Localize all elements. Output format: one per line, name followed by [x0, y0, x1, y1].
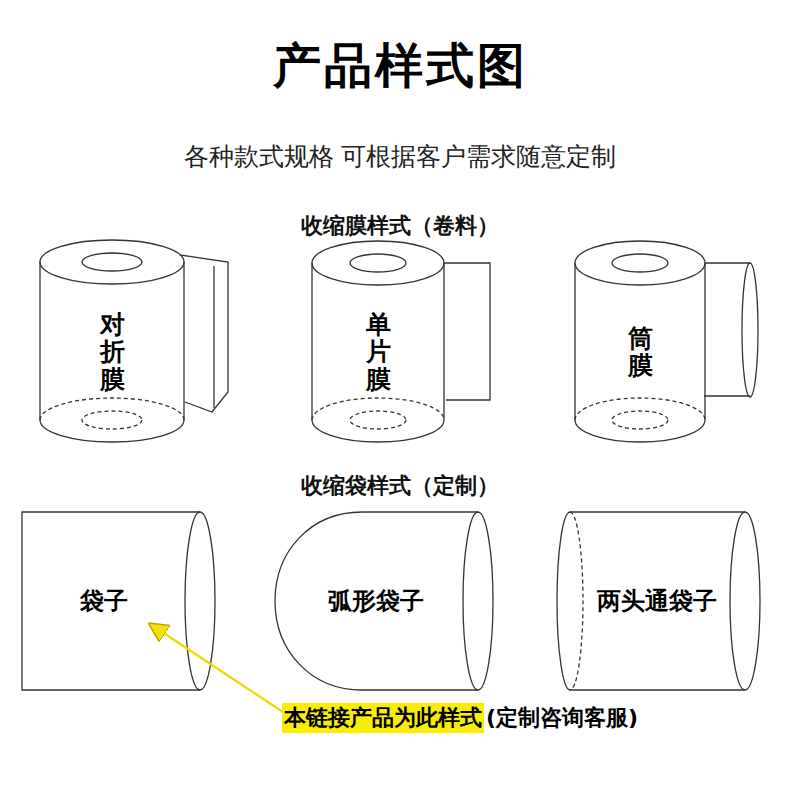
open-bag: 两头通袋子	[584, 514, 730, 688]
arc-bag: 弧形袋子	[290, 514, 462, 688]
subtitle: 各种款式规格 可根据客户需求随意定制	[0, 140, 800, 173]
tube-film-roll	[575, 241, 758, 442]
folded-film-roll: 对折膜	[42, 286, 182, 418]
highlight-note: 本链接产品为此样式	[282, 703, 484, 733]
section-heading: 收缩膜样式（卷料）	[0, 211, 800, 241]
node-label: 袋子	[80, 585, 128, 617]
node-label: 两头通袋子	[597, 585, 717, 617]
section-heading: 收缩袋样式（定制）	[0, 471, 800, 501]
title: 产品样式图	[0, 34, 800, 98]
bag-outline	[22, 512, 215, 690]
note: (定制咨询客服)	[486, 703, 638, 733]
bag: 袋子	[24, 514, 184, 688]
single-film-roll	[312, 241, 490, 442]
folded-film-roll	[40, 240, 228, 442]
open-bag-outline	[557, 512, 760, 690]
arc-bag-outline	[275, 512, 493, 690]
node-label: 单片膜	[366, 311, 391, 394]
node-label: 对折膜	[100, 311, 125, 394]
node-label: 筒膜	[628, 325, 653, 380]
node-label: 弧形袋子	[328, 585, 424, 617]
single-film-roll: 单片膜	[314, 286, 442, 418]
tube-film-roll: 筒膜	[577, 286, 703, 418]
leader-arrow	[150, 624, 283, 712]
